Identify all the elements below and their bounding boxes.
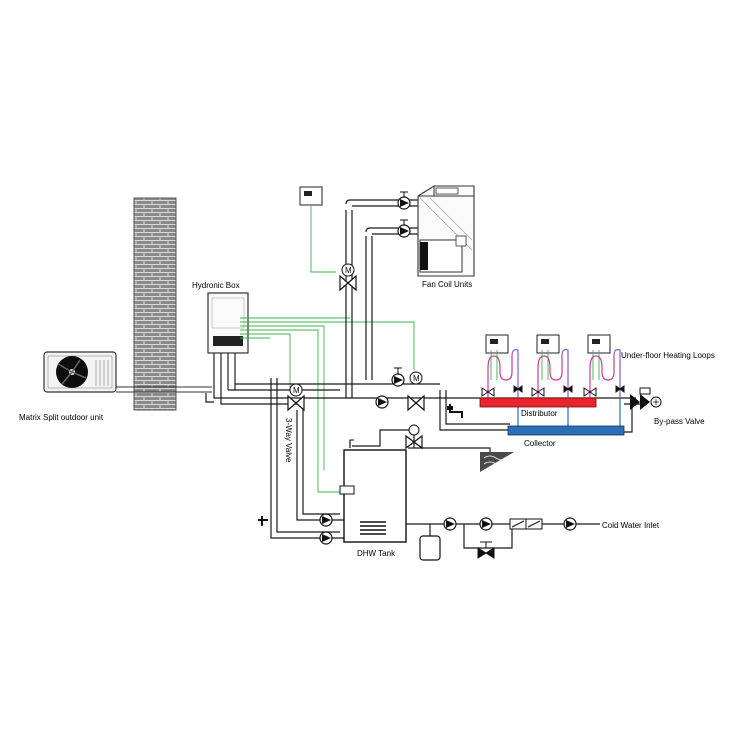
- label-three-way: 3-Way Valve: [284, 418, 293, 463]
- dhw-tank: [339, 439, 407, 543]
- heat-exchanger-symbol: [480, 452, 514, 472]
- label-bypass: By-pass Valve: [654, 417, 705, 426]
- motor-valve-main: M: [407, 371, 425, 412]
- pump-fan-coil-lower: [397, 219, 411, 238]
- three-way-valve: M: [287, 383, 305, 412]
- pump-dhw-lower: [319, 531, 333, 545]
- thermostat-fan-coil: [299, 186, 323, 206]
- label-collector: Collector: [524, 439, 556, 448]
- signal-wiring: [240, 205, 600, 493]
- outdoor-unit: [43, 351, 117, 393]
- loop-valves: [481, 385, 625, 397]
- tap-dhw: [258, 516, 268, 526]
- bypass-valve-icon: [630, 387, 662, 410]
- label-fan-coil: Fan Coil Units: [422, 280, 472, 289]
- filter-icons: [509, 518, 543, 530]
- motor-valve-dhw: [405, 424, 423, 450]
- pump-cold-3: [563, 517, 577, 531]
- fan-coil-unit: [417, 185, 475, 277]
- pump-dhw-upper: [319, 513, 333, 527]
- label-underfloor: Under-floor Heating Loops: [621, 351, 715, 360]
- hydronic-box: [207, 292, 249, 390]
- pump-cold-2: [479, 517, 493, 531]
- valve-cold-bypass: [477, 541, 495, 559]
- collector-bar: [507, 425, 625, 436]
- label-dhw-tank: DHW Tank: [357, 549, 396, 558]
- motor-valve-fan-coil: M: [339, 263, 357, 292]
- pump-main-return: [391, 367, 405, 387]
- motor-label: M: [413, 374, 420, 383]
- motor-label: M: [345, 266, 352, 275]
- pump-cold-1: [443, 517, 457, 531]
- label-distributor: Distributor: [521, 409, 558, 418]
- pump-fan-coil-upper: [397, 191, 411, 210]
- distributor-bar: [479, 397, 597, 408]
- pump-main-supply: [375, 395, 389, 409]
- thermostat-loop-3: [587, 334, 611, 354]
- brick-wall: [133, 197, 177, 411]
- expansion-vessel: [419, 535, 441, 561]
- label-cold-water: Cold Water Inlet: [602, 521, 660, 530]
- motor-label: M: [293, 386, 300, 395]
- label-hydronic-box: Hydronic Box: [192, 281, 240, 290]
- tap-main: [447, 404, 463, 418]
- label-outdoor-unit: Matrix Split outdoor unit: [19, 413, 104, 422]
